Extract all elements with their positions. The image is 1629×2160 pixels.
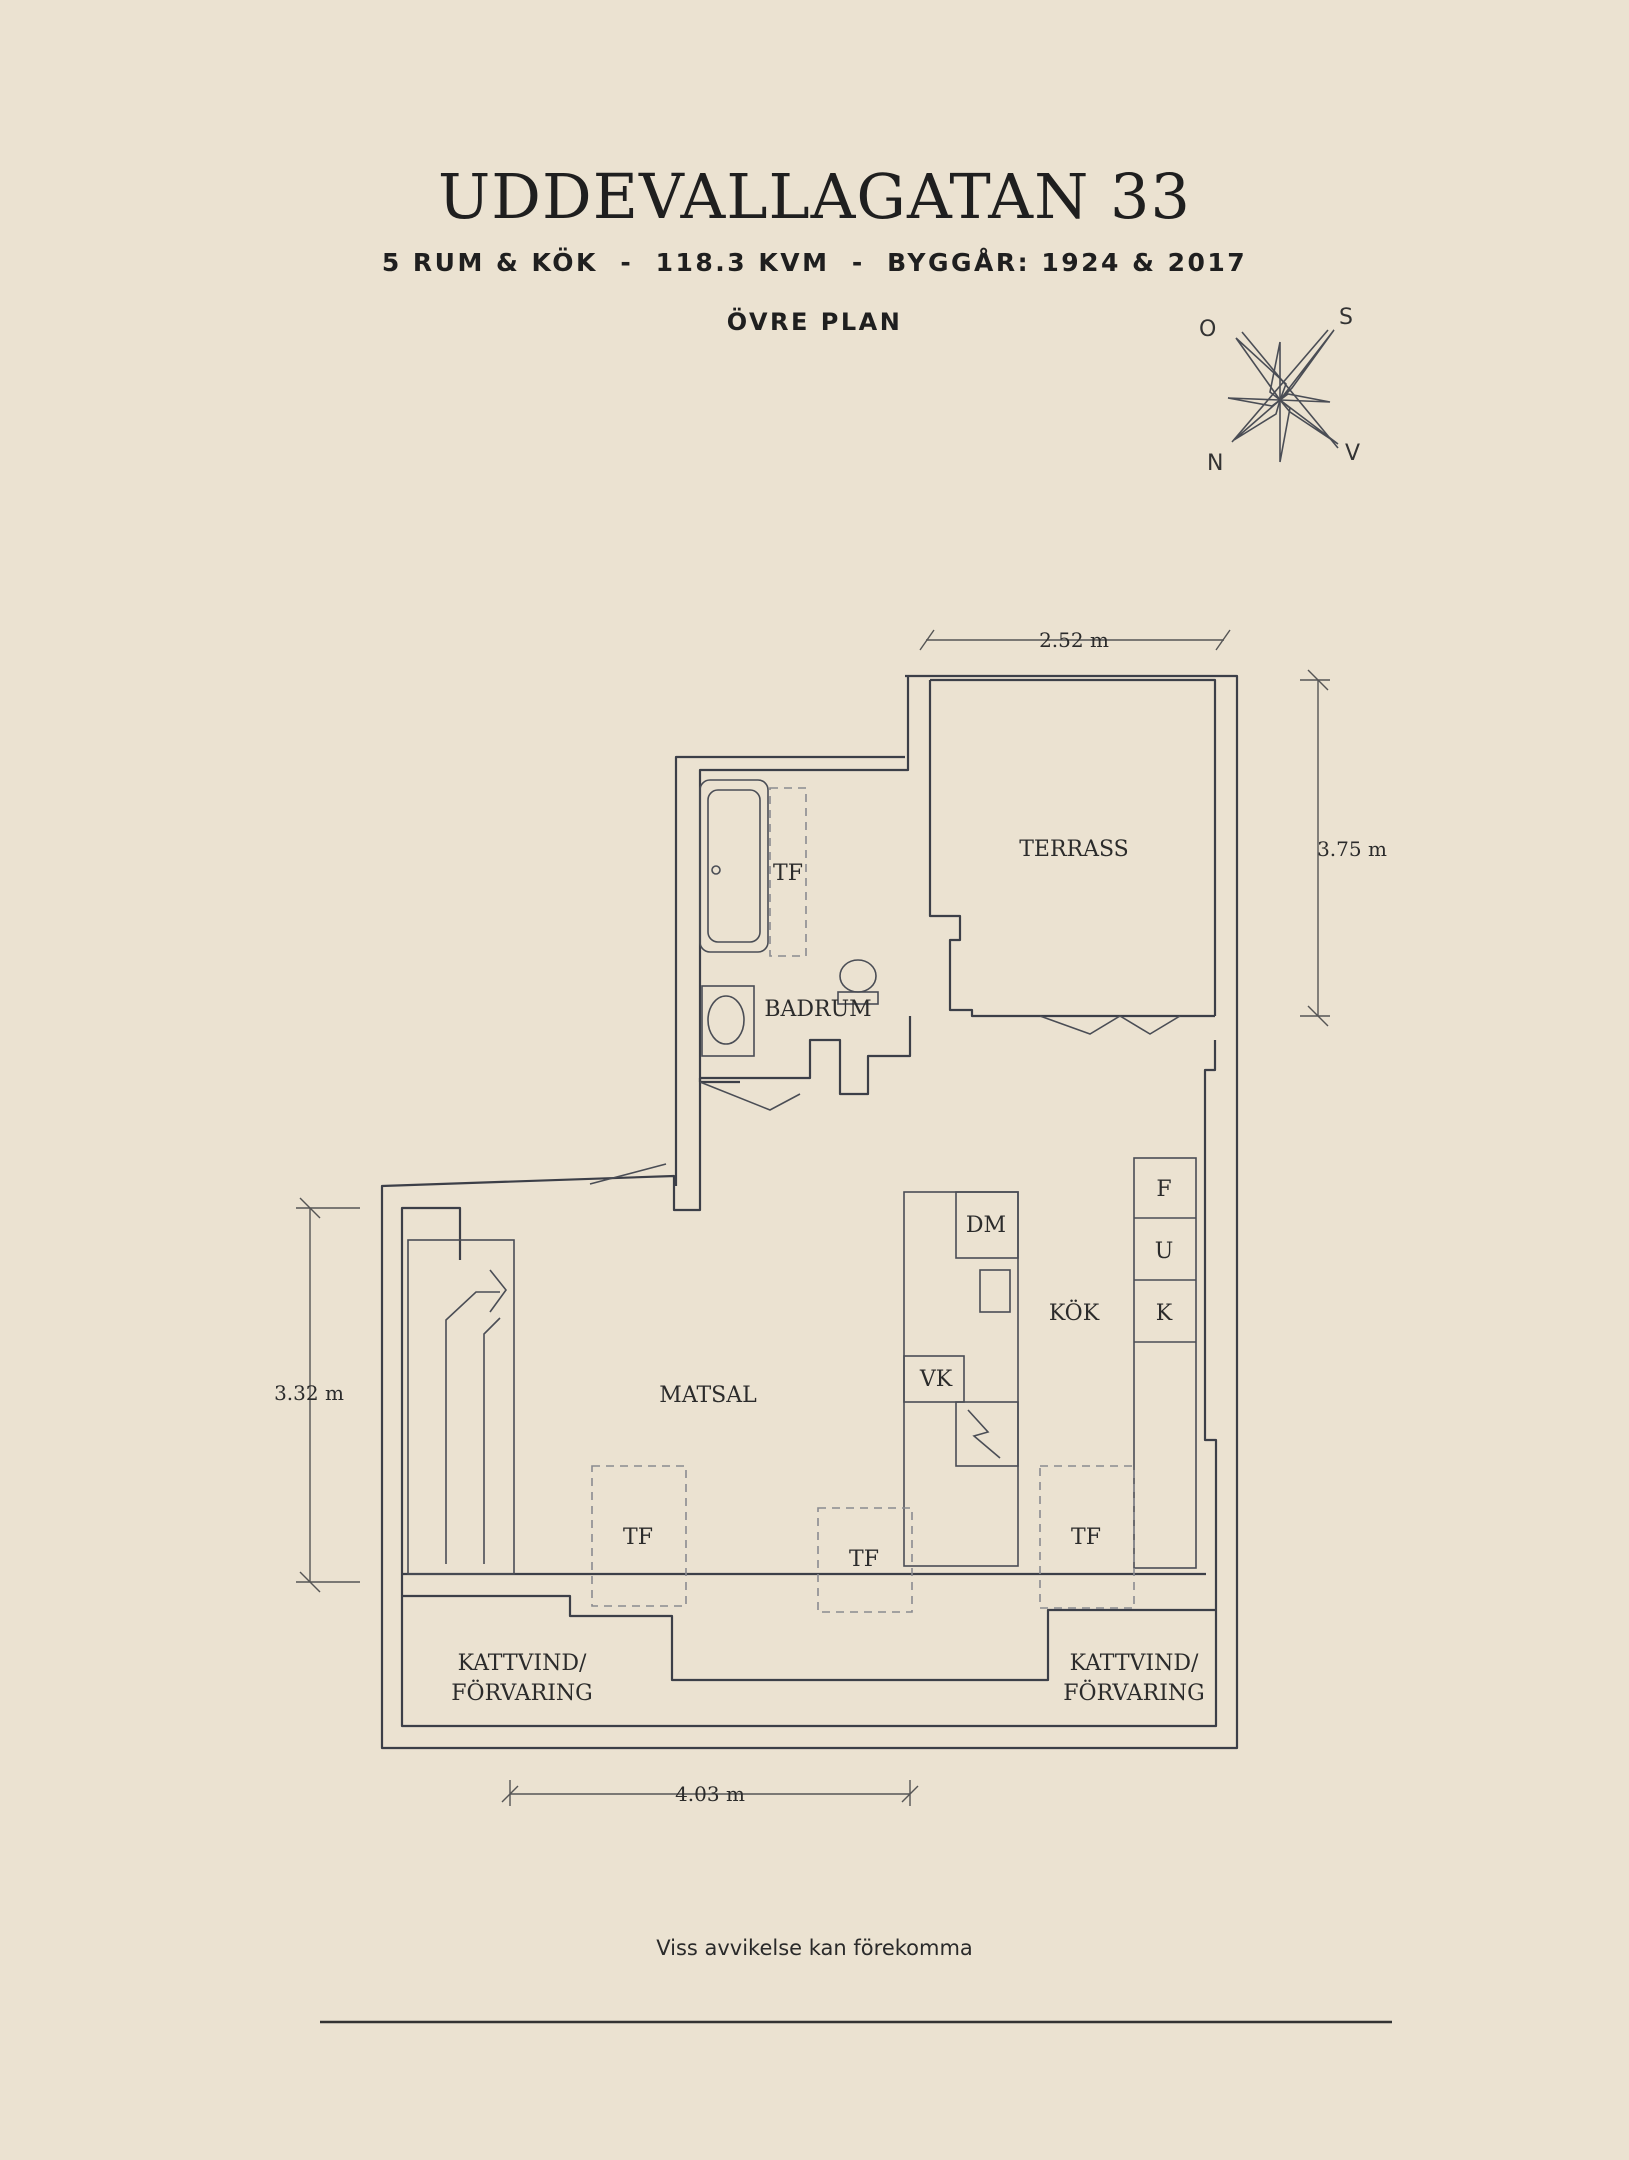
room-matsal: MATSAL (659, 1383, 757, 1408)
label-tf-bath: TF (773, 861, 803, 886)
roof-window (1039, 1465, 1135, 1609)
label-tf-2: TF (849, 1547, 879, 1572)
disclaimer: Viss avvikelse kan förekomma (656, 1936, 973, 1960)
room-forvaring-right: FÖRVARING (1063, 1679, 1204, 1706)
dim-right: 3.75 m (1317, 837, 1387, 861)
floor-label: ÖVRE PLAN (726, 308, 903, 336)
label-dm: DM (966, 1213, 1006, 1238)
property-summary: 5 RUM & KÖK - 118.3 KVM - BYGGÅR: 1924 &… (381, 248, 1248, 277)
door-icon (589, 1163, 667, 1185)
kitchen-counter (1133, 1157, 1197, 1569)
compass-v: V (1345, 441, 1360, 466)
dim-bottom: 4.03 m (675, 1782, 745, 1806)
door-icon (699, 1081, 801, 1111)
label-vk: VK (919, 1367, 953, 1392)
terrace-door-icon (1039, 1015, 1181, 1035)
compass-s: S (1339, 305, 1353, 330)
room-kattvind-left: KATTVIND/ (458, 1651, 587, 1676)
page-title: UDDEVALLAGATAN 33 (438, 160, 1191, 233)
dim-top: 2.52 m (1039, 628, 1109, 652)
dim-left: 3.32 m (274, 1381, 344, 1405)
label-u: U (1155, 1239, 1174, 1264)
sink-icon (701, 985, 755, 1057)
dashed-area (769, 787, 807, 957)
stair-arrow-icon (407, 1239, 515, 1575)
room-kattvind-right: KATTVIND/ (1070, 1651, 1199, 1676)
kitchen-island (903, 1191, 1019, 1567)
label-tf-3: TF (1071, 1525, 1101, 1550)
roof-window (817, 1507, 913, 1613)
compass-icon (1227, 329, 1339, 463)
compass-o: O (1199, 317, 1216, 342)
label-k: K (1156, 1301, 1173, 1326)
toilet-icon (837, 959, 879, 1005)
stove-icon (967, 1409, 1001, 1459)
room-badrum: BADRUM (764, 997, 871, 1022)
bathtub-icon (699, 779, 769, 953)
roof-window (591, 1465, 687, 1607)
exterior-walls (380, 674, 1239, 1750)
label-tf-1: TF (623, 1525, 653, 1550)
dimension-lines (296, 629, 1330, 1806)
room-terrass: TERRASS (1019, 837, 1129, 862)
label-f: F (1156, 1177, 1171, 1202)
room-forvaring-left: FÖRVARING (451, 1679, 592, 1706)
room-kok: KÖK (1049, 1299, 1100, 1326)
compass-n: N (1207, 451, 1223, 476)
